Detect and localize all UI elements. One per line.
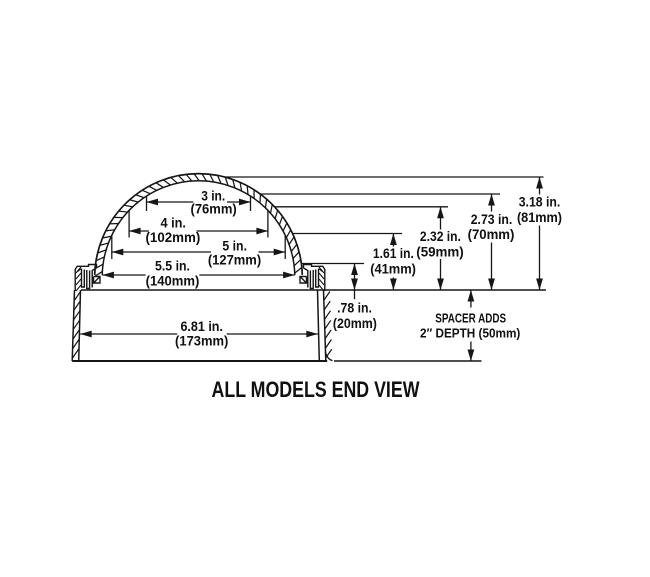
svg-text:(81mm): (81mm) xyxy=(517,210,562,225)
svg-text:2″ DEPTH (50mm): 2″ DEPTH (50mm) xyxy=(420,325,520,340)
svg-text:SPACER ADDS: SPACER ADDS xyxy=(435,311,506,326)
svg-text:5.5 in.: 5.5 in. xyxy=(155,258,190,273)
svg-text:(76mm): (76mm) xyxy=(191,201,237,216)
svg-text:3 in.: 3 in. xyxy=(201,189,225,204)
svg-text:(173mm): (173mm) xyxy=(175,334,228,349)
svg-text:2.73 in.: 2.73 in. xyxy=(471,212,513,227)
svg-text:3.18 in.: 3.18 in. xyxy=(519,195,561,210)
svg-text:5 in.: 5 in. xyxy=(222,238,247,253)
svg-text:ALL MODELS END VIEW: ALL MODELS END VIEW xyxy=(212,377,421,402)
svg-text:2.32 in.: 2.32 in. xyxy=(420,229,461,244)
svg-text:(59mm): (59mm) xyxy=(416,244,464,259)
svg-text:(41mm): (41mm) xyxy=(370,262,416,277)
svg-text:.78 in.: .78 in. xyxy=(337,301,372,316)
svg-text:(127mm): (127mm) xyxy=(208,252,261,267)
svg-text:(70mm): (70mm) xyxy=(468,227,515,242)
svg-text:4 in.: 4 in. xyxy=(160,215,186,230)
svg-text:(102mm): (102mm) xyxy=(146,230,201,245)
svg-text:(20mm): (20mm) xyxy=(333,316,377,331)
svg-text:(140mm): (140mm) xyxy=(146,274,200,289)
svg-text:1.61 in.: 1.61 in. xyxy=(373,246,414,261)
svg-text:6.81 in.: 6.81 in. xyxy=(180,319,223,334)
